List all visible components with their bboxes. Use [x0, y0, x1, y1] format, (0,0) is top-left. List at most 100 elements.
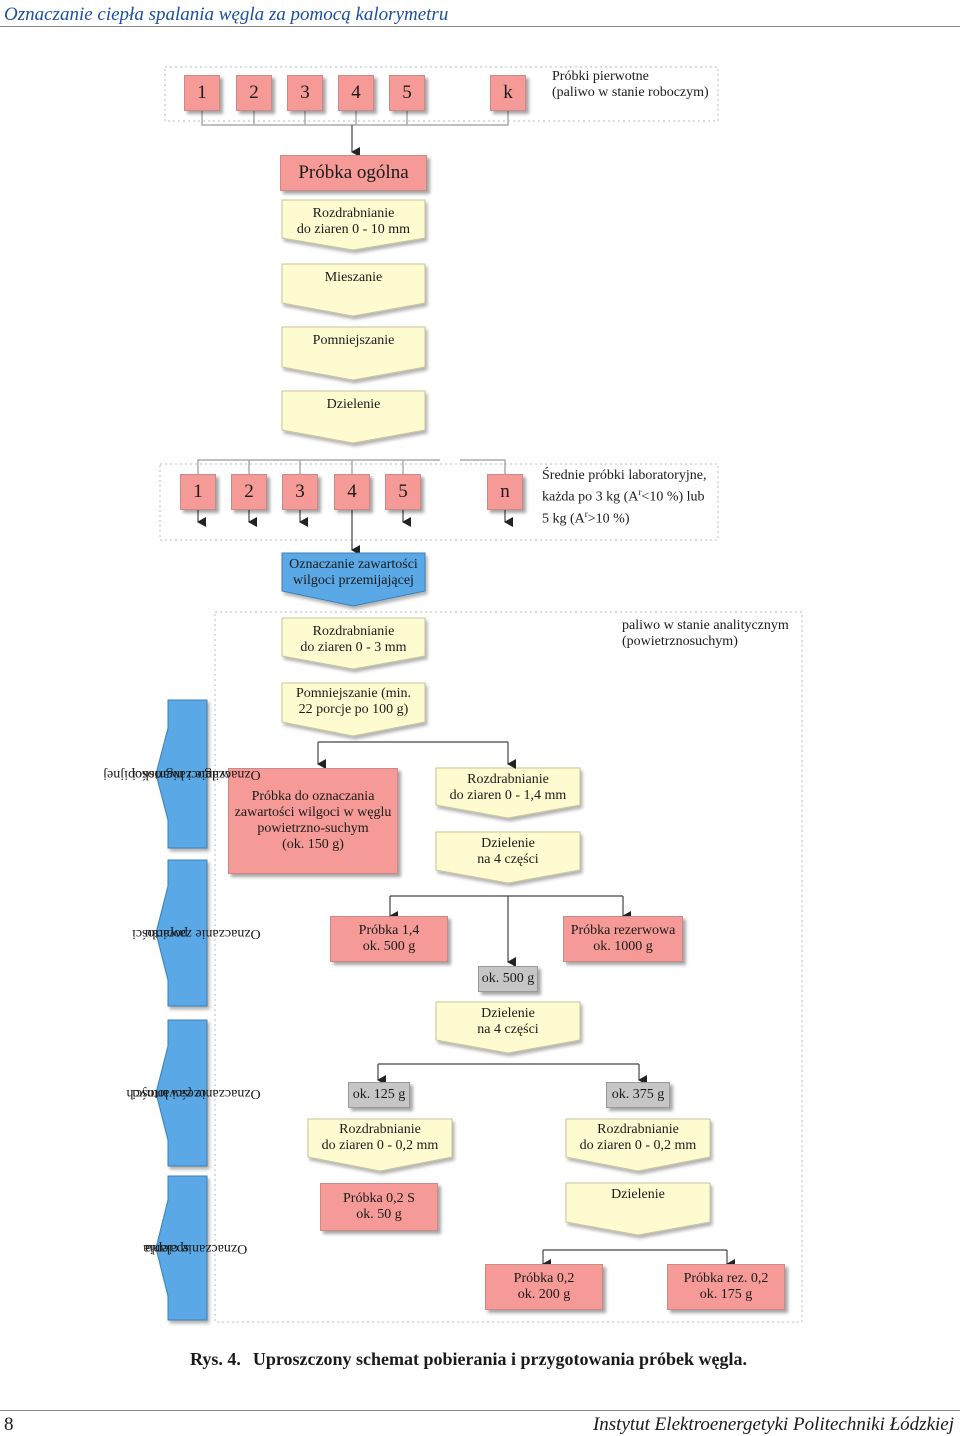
primary-collector: [201, 110, 509, 126]
sample-02-line1: Próbka 0,2: [513, 1271, 575, 1286]
primary-note-line1: Próbki pierwotne: [552, 69, 649, 84]
side-tab-4-line2: spalania: [143, 1240, 190, 1256]
lab-sample-2: 2: [231, 474, 267, 510]
step-reduce-22-line2: 22 porcje po 100 g): [298, 702, 409, 717]
primary-sample-5: 5: [389, 75, 425, 111]
step-crush-3mm-line1: Rozdrabnianie: [312, 624, 395, 639]
lab-note-line3b: >10 %): [587, 511, 630, 527]
lab-note-line1: Średnie próbki laboratoryjne,: [542, 468, 707, 483]
lab-note-line3: 5 kg (A: [542, 511, 585, 527]
analytical-note: paliwo w stanie analitycznym (powietrzno…: [622, 618, 789, 650]
page-header-title: Oznaczanie ciepła spalania węgla za pomo…: [4, 4, 449, 25]
lab-note-line2b: <10 %) lub: [641, 489, 705, 505]
lab-note-sup1: r: [638, 487, 642, 497]
step-divide-4-line2: na 4 części: [477, 852, 539, 867]
sample-14-line1: Próbka 1,4: [358, 923, 420, 938]
lab-note-sup2: r: [584, 508, 588, 519]
step-crush-14mm-line2: do ziaren 0 - 1,4 mm: [449, 788, 567, 803]
step-divide: Dzielenie: [326, 397, 381, 412]
step-reduce-22: Pomniejszanie (min.22 porcje po 100 g): [282, 680, 425, 720]
moisture-transient-line1: Oznaczanie zawartości: [289, 557, 418, 572]
g125-box: ok. 125 g: [348, 1082, 410, 1108]
step-divide-4-line1: Dzielenie: [481, 836, 535, 851]
moisture-sample-line2: zawartości wilgoci w węglu: [234, 805, 392, 820]
lab-sample-n: n: [487, 474, 523, 510]
sample-02s-line2: ok. 50 g: [356, 1207, 402, 1222]
side-tabs-shapes: [155, 699, 208, 1321]
step-divide-4b-line2: na 4 części: [477, 1022, 539, 1037]
blue-moisture-shape: [281, 552, 426, 607]
moisture-sample-line3: powietrzno-suchym: [257, 821, 369, 836]
sample-res-02-line1: Próbka rez. 0,2: [683, 1271, 769, 1286]
figure-caption-number: Rys. 4.: [190, 1349, 241, 1369]
primary-samples-frame: [164, 66, 719, 122]
sample-02s-line1: Próbka 0,2 S: [343, 1191, 415, 1206]
primary-sample-3: 3: [287, 75, 323, 111]
step-crush-3mm-line2: do ziaren 0 - 3 mm: [300, 640, 407, 655]
analytical-frame: [214, 611, 803, 1323]
primary-sample-4: 4: [338, 75, 374, 111]
branch-connectors: [317, 741, 735, 1269]
lab-samples-frame: [159, 463, 719, 541]
primary-note-line2: (paliwo w stanie roboczym): [552, 85, 709, 100]
lab-sample-4: 4: [334, 474, 370, 510]
moisture-sample-line4: (ok. 150 g): [282, 837, 344, 852]
g375-box: ok. 375 g: [606, 1082, 670, 1108]
crush-a-line1: Rozdrabnianie: [339, 1122, 421, 1137]
crush-b-line1: Rozdrabnianie: [597, 1122, 679, 1137]
moisture-sample-line1: Próbka do oznaczania: [251, 789, 375, 804]
analytical-note-line1: paliwo w stanie analitycznym: [622, 618, 789, 633]
sample-res-02-line2: ok. 175 g: [699, 1287, 753, 1302]
figure-caption-text: Uproszczony schemat pobierania i przygot…: [252, 1349, 748, 1369]
primary-note: Próbki pierwotne (paliwo w stanie robocz…: [552, 69, 709, 101]
step-mix: Mieszanie: [324, 270, 383, 285]
step-reduce-22-line1: Pomniejszanie (min.: [295, 686, 412, 701]
step-crush-14mm-line1: Rozdrabnianie: [467, 772, 549, 787]
primary-sample-k: k: [490, 75, 526, 111]
side-tab-1-line2: wilgoci higroskopijnej: [103, 766, 230, 782]
sample-14-line2: ok. 500 g: [362, 939, 416, 954]
lab-sample-1: 1: [180, 474, 216, 510]
lab-down-arrows: [197, 510, 513, 555]
yellow-steps-1: [281, 199, 426, 444]
yellow-steps-2: [281, 617, 711, 1236]
lab-sample-3: 3: [282, 474, 318, 510]
general-sample-box: Próbka ogólna: [280, 155, 427, 191]
footer-institute: Instytut Elektroenergetyki Politechniki …: [592, 1414, 954, 1435]
sample-02-line2: ok. 200 g: [517, 1287, 571, 1302]
primary-sample-2: 2: [236, 75, 272, 111]
header-divider: [0, 26, 960, 27]
moisture-transient-line2: wilgoci przemijającej: [293, 573, 414, 588]
mid-500g-box: ok. 500 g: [478, 966, 538, 992]
step-divide-4b-line1: Dzielenie: [481, 1006, 535, 1021]
footer-divider: [0, 1410, 960, 1411]
crush-b-line2: do ziaren 0 - 0,2 mm: [579, 1138, 697, 1153]
page-number: 8: [4, 1414, 14, 1435]
lab-sample-5: 5: [385, 474, 421, 510]
side-tab-2-line2: popiołu: [145, 925, 188, 941]
step-crush-10mm-line1: Rozdrabnianie: [312, 206, 395, 221]
step-crush-10mm-line2: do ziaren 0 - 10 mm: [296, 222, 411, 237]
lab-note-line2: każda po 3 kg (A: [542, 489, 639, 505]
reserve-sample-line1: Próbka rezerwowa: [570, 923, 676, 938]
step-reduce: Pomniejszanie: [312, 333, 395, 348]
primary-sample-1: 1: [184, 75, 220, 111]
